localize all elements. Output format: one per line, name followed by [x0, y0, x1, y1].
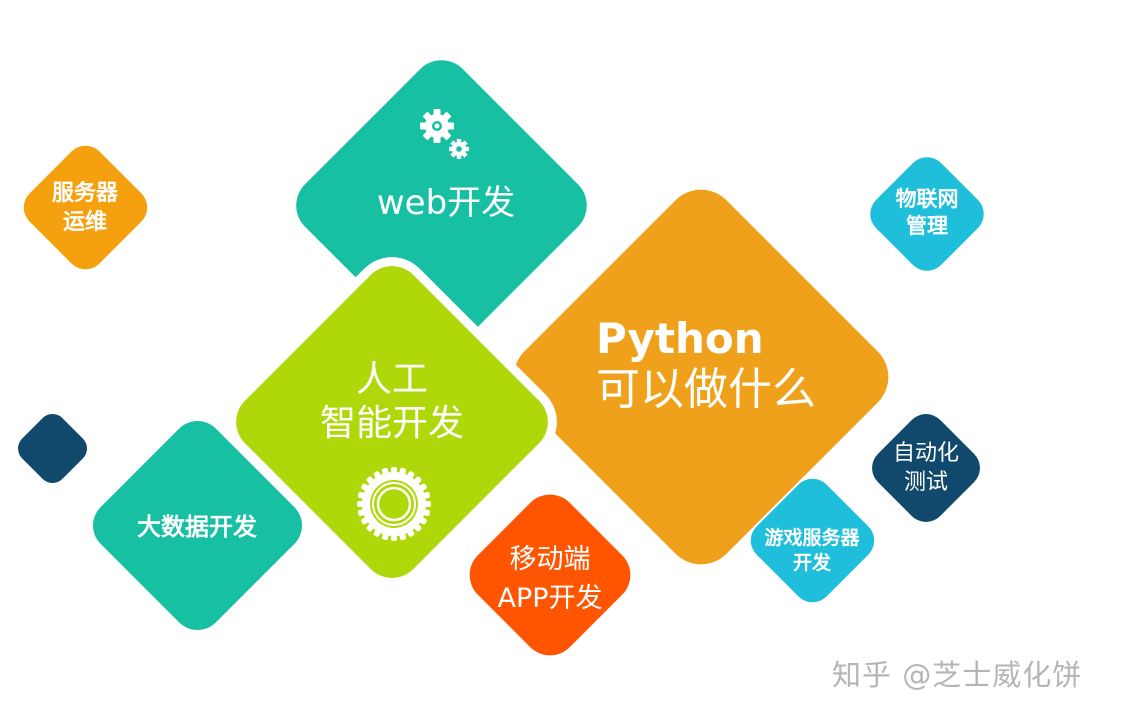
big-data-label: 大数据开发 [137, 513, 257, 541]
mobile-app-label: 移动端 APP开发 [497, 544, 603, 615]
python-title-line2: 可以做什么 [596, 364, 816, 416]
game-server-label: 游戏服务器 开发 [764, 527, 860, 574]
gears-icon [420, 109, 469, 159]
ai-dev-label: 人工 智能开发 [319, 359, 464, 444]
server-ops-label: 服务器 运维 [51, 181, 118, 235]
dark-decor-tile [12, 408, 93, 489]
watermark: 知乎 @芝士威化饼 [832, 658, 1083, 692]
iot-label: 物联网 管理 [895, 187, 959, 239]
python-title-line1: Python [596, 314, 764, 363]
python-title: Python 可以做什么 [596, 314, 816, 417]
automation-label: 自动化 测试 [892, 441, 959, 495]
gear-ring-icon [357, 467, 431, 541]
web-dev-label: web开发 [376, 183, 516, 223]
